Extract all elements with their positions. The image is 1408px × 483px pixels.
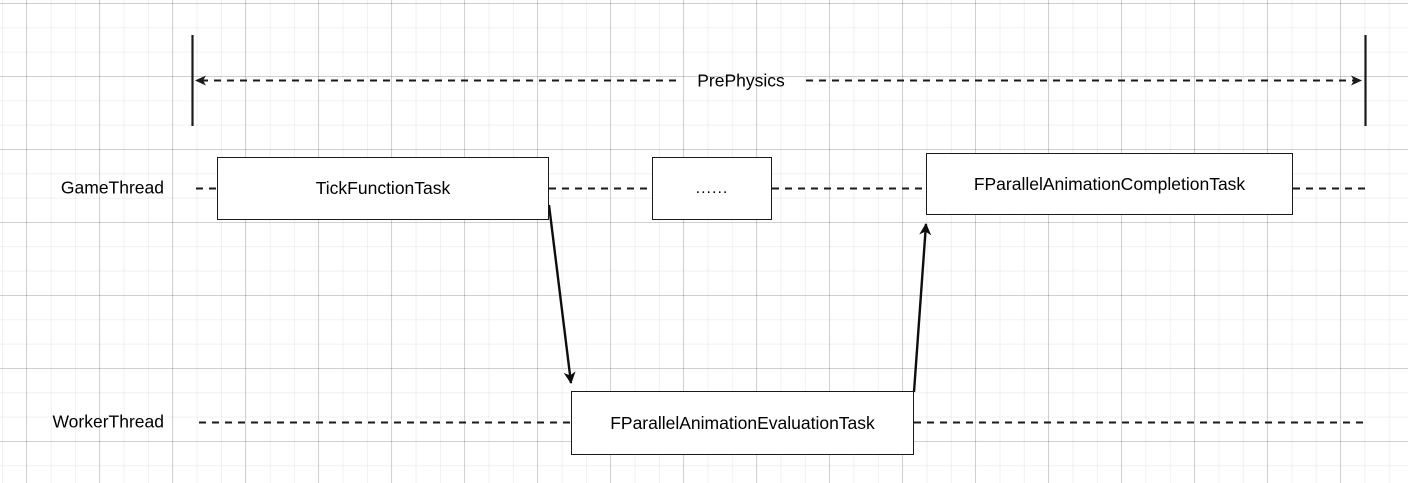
task-box-label: FParallelAnimationEvaluationTask [610, 412, 875, 433]
task-box-label: FParallelAnimationCompletionTask [973, 173, 1246, 194]
dispatch-arrow [547, 204, 576, 384]
task-box-label: TickFunctionTask [315, 178, 451, 198]
completion-arrow [912, 223, 932, 393]
phase-label-prephysics: PrePhysics [697, 70, 785, 91]
task-box-ellipsis[interactable]: ...... [652, 157, 772, 220]
task-box-tick-function-task[interactable]: TickFunctionTask [217, 157, 549, 220]
task-box-fparallel-animation-evaluation-task[interactable]: FParallelAnimationEvaluationTask [571, 391, 914, 455]
lane-label-game-thread: GameThread [60, 177, 164, 198]
task-box-label: ...... [695, 179, 729, 197]
lane-label-worker-thread: WorkerThread [52, 411, 164, 432]
task-box-fparallel-animation-completion-task[interactable]: FParallelAnimationCompletionTask [926, 153, 1293, 215]
